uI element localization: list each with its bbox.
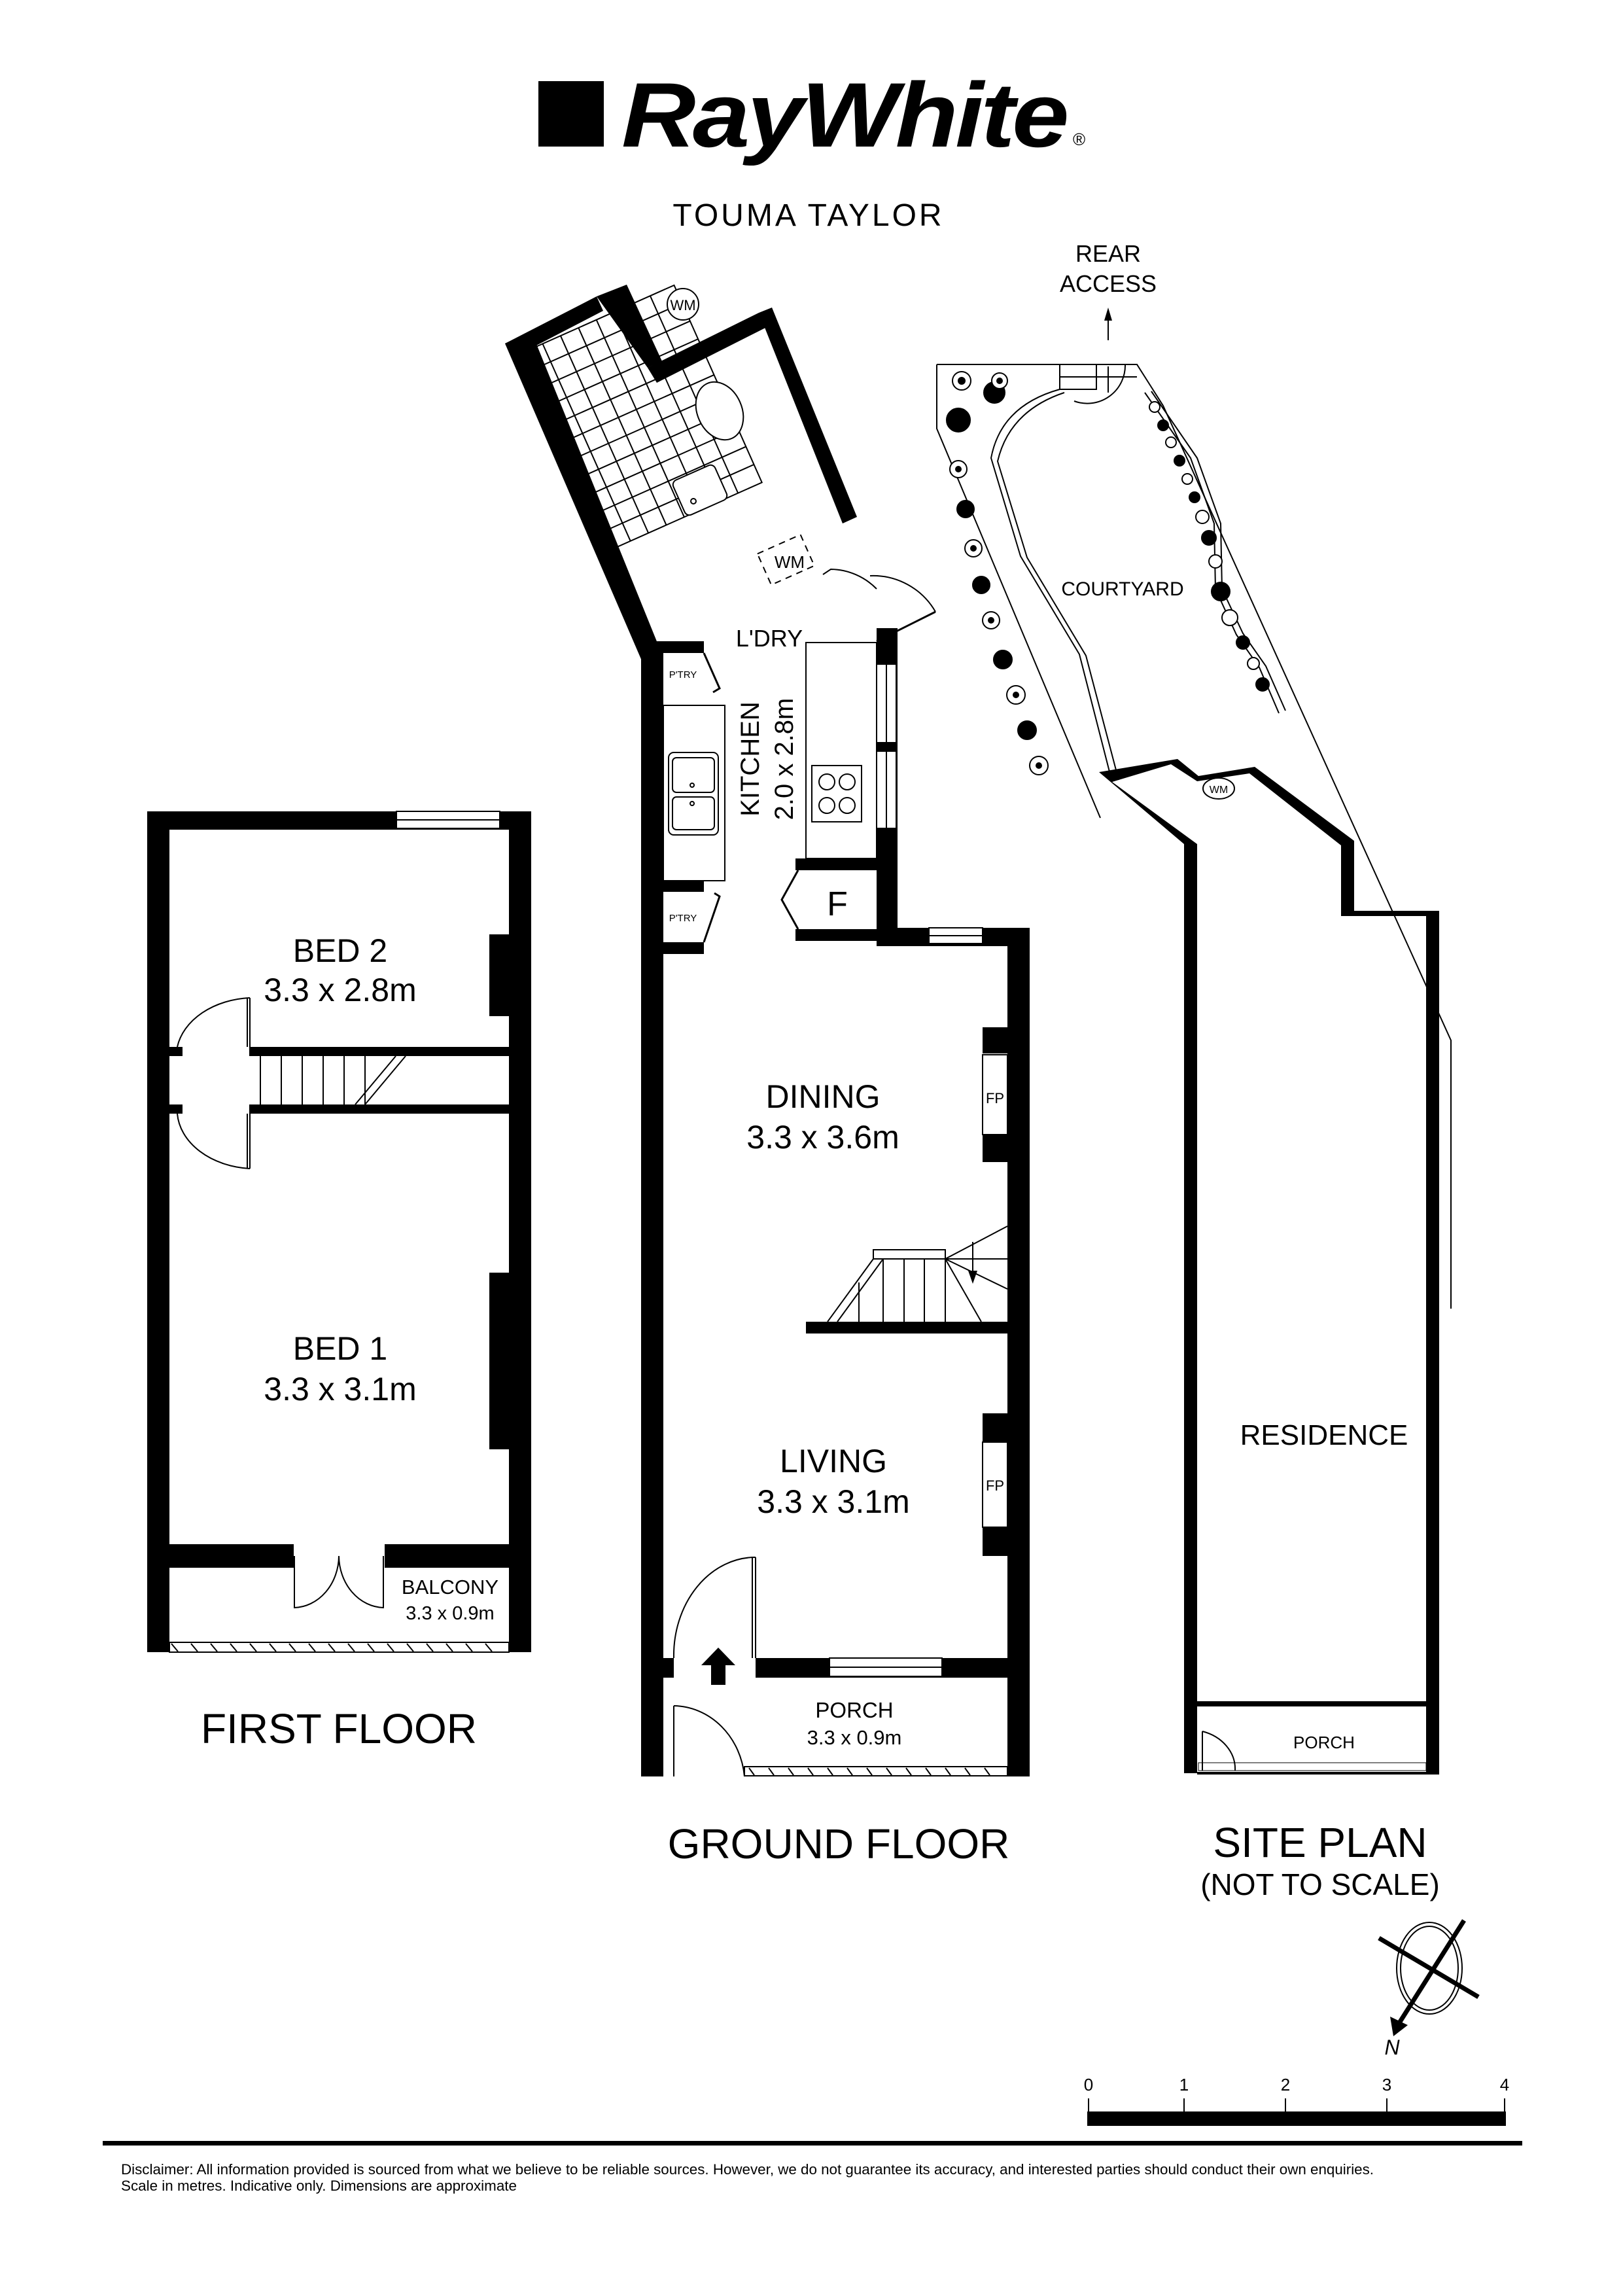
- room-size-bed-1: 3.3 x 3.1m: [264, 1371, 416, 1407]
- brand-name: RayWhite: [621, 63, 1066, 166]
- room-name-porch: PORCH: [815, 1698, 893, 1722]
- room-size-dining: 3.3 x 3.6m: [746, 1119, 899, 1156]
- fixture-fireplace-living: FP: [986, 1477, 1004, 1494]
- fixture-fireplace-dining: FP: [986, 1090, 1004, 1106]
- scale-tick-4: 4: [1500, 2075, 1509, 2094]
- residence-label: RESIDENCE: [1240, 1419, 1408, 1451]
- room-name-dining: DINING: [766, 1078, 881, 1115]
- scale-tick-0: 0: [1084, 2075, 1093, 2094]
- courtyard-label: COURTYARD: [1061, 578, 1183, 600]
- ground-floor-title: GROUND FLOOR: [668, 1820, 1010, 1867]
- room-name-kitchen: KITCHEN: [736, 701, 765, 817]
- site-plan: REAR ACCESS: [936, 240, 1452, 1775]
- rear-access-line-2: ACCESS: [1060, 270, 1157, 297]
- first-floor-plan: BED 2 3.3 x 2.8m BED 1 3.3 x 3.1m BALCON…: [147, 811, 531, 1653]
- rear-access-arrow-icon: [1104, 308, 1112, 321]
- room-name-bed-2: BED 2: [293, 932, 388, 969]
- site-wm: WM: [1210, 785, 1228, 796]
- north-compass-icon: N: [1378, 1919, 1480, 2059]
- scale-tick-1: 1: [1179, 2075, 1189, 2094]
- first-floor-title: FIRST FLOOR: [201, 1705, 477, 1752]
- brand-logo: RayWhite ®: [538, 63, 1085, 166]
- logo-square-icon: [538, 81, 604, 147]
- site-plan-subtitle: (NOT TO SCALE): [1200, 1867, 1440, 1901]
- disclaimer-line-2: Scale in metres. Indicative only. Dimens…: [121, 2178, 517, 2194]
- office-name: TOUMA TAYLOR: [672, 198, 944, 233]
- room-size-bed-2: 3.3 x 2.8m: [264, 972, 416, 1008]
- site-plan-title: SITE PLAN: [1213, 1819, 1427, 1866]
- fixture-wm-outside: WM: [670, 297, 695, 313]
- rear-access-line-1: REAR: [1075, 240, 1141, 267]
- room-size-porch: 3.3 x 0.9m: [807, 1726, 902, 1749]
- fixture-fridge: F: [827, 885, 848, 923]
- room-size-living: 3.3 x 3.1m: [757, 1483, 909, 1520]
- disclaimer-line-1: Disclaimer: All information provided is …: [121, 2161, 1374, 2178]
- footer-divider: [103, 2141, 1522, 2146]
- ground-floor-plan: WM WM P'TRY P'TRY: [505, 284, 1030, 1777]
- scale-tick-3: 3: [1382, 2075, 1391, 2094]
- entry-arrow-icon: [701, 1648, 735, 1685]
- registered-mark: ®: [1073, 130, 1085, 149]
- room-name-bed-1: BED 1: [293, 1330, 388, 1367]
- room-size-kitchen: 2.0 x 2.8m: [770, 698, 799, 821]
- fixture-wm-inside: WM: [775, 552, 805, 572]
- room-name-laundry: L'DRY: [736, 625, 803, 652]
- site-porch-label: PORCH: [1293, 1733, 1355, 1752]
- room-name-balcony: BALCONY: [402, 1576, 498, 1598]
- scale-tick-2: 2: [1281, 2075, 1290, 2094]
- room-name-living: LIVING: [780, 1443, 887, 1479]
- room-size-balcony: 3.3 x 0.9m: [406, 1603, 494, 1624]
- fixture-pantry-top: P'TRY: [669, 669, 697, 680]
- fixture-pantry-bottom: P'TRY: [669, 913, 697, 924]
- garden-plants: [946, 371, 1270, 775]
- north-label: N: [1384, 2036, 1400, 2059]
- scale-bar: 0 1 2 3 4: [1084, 2075, 1509, 2126]
